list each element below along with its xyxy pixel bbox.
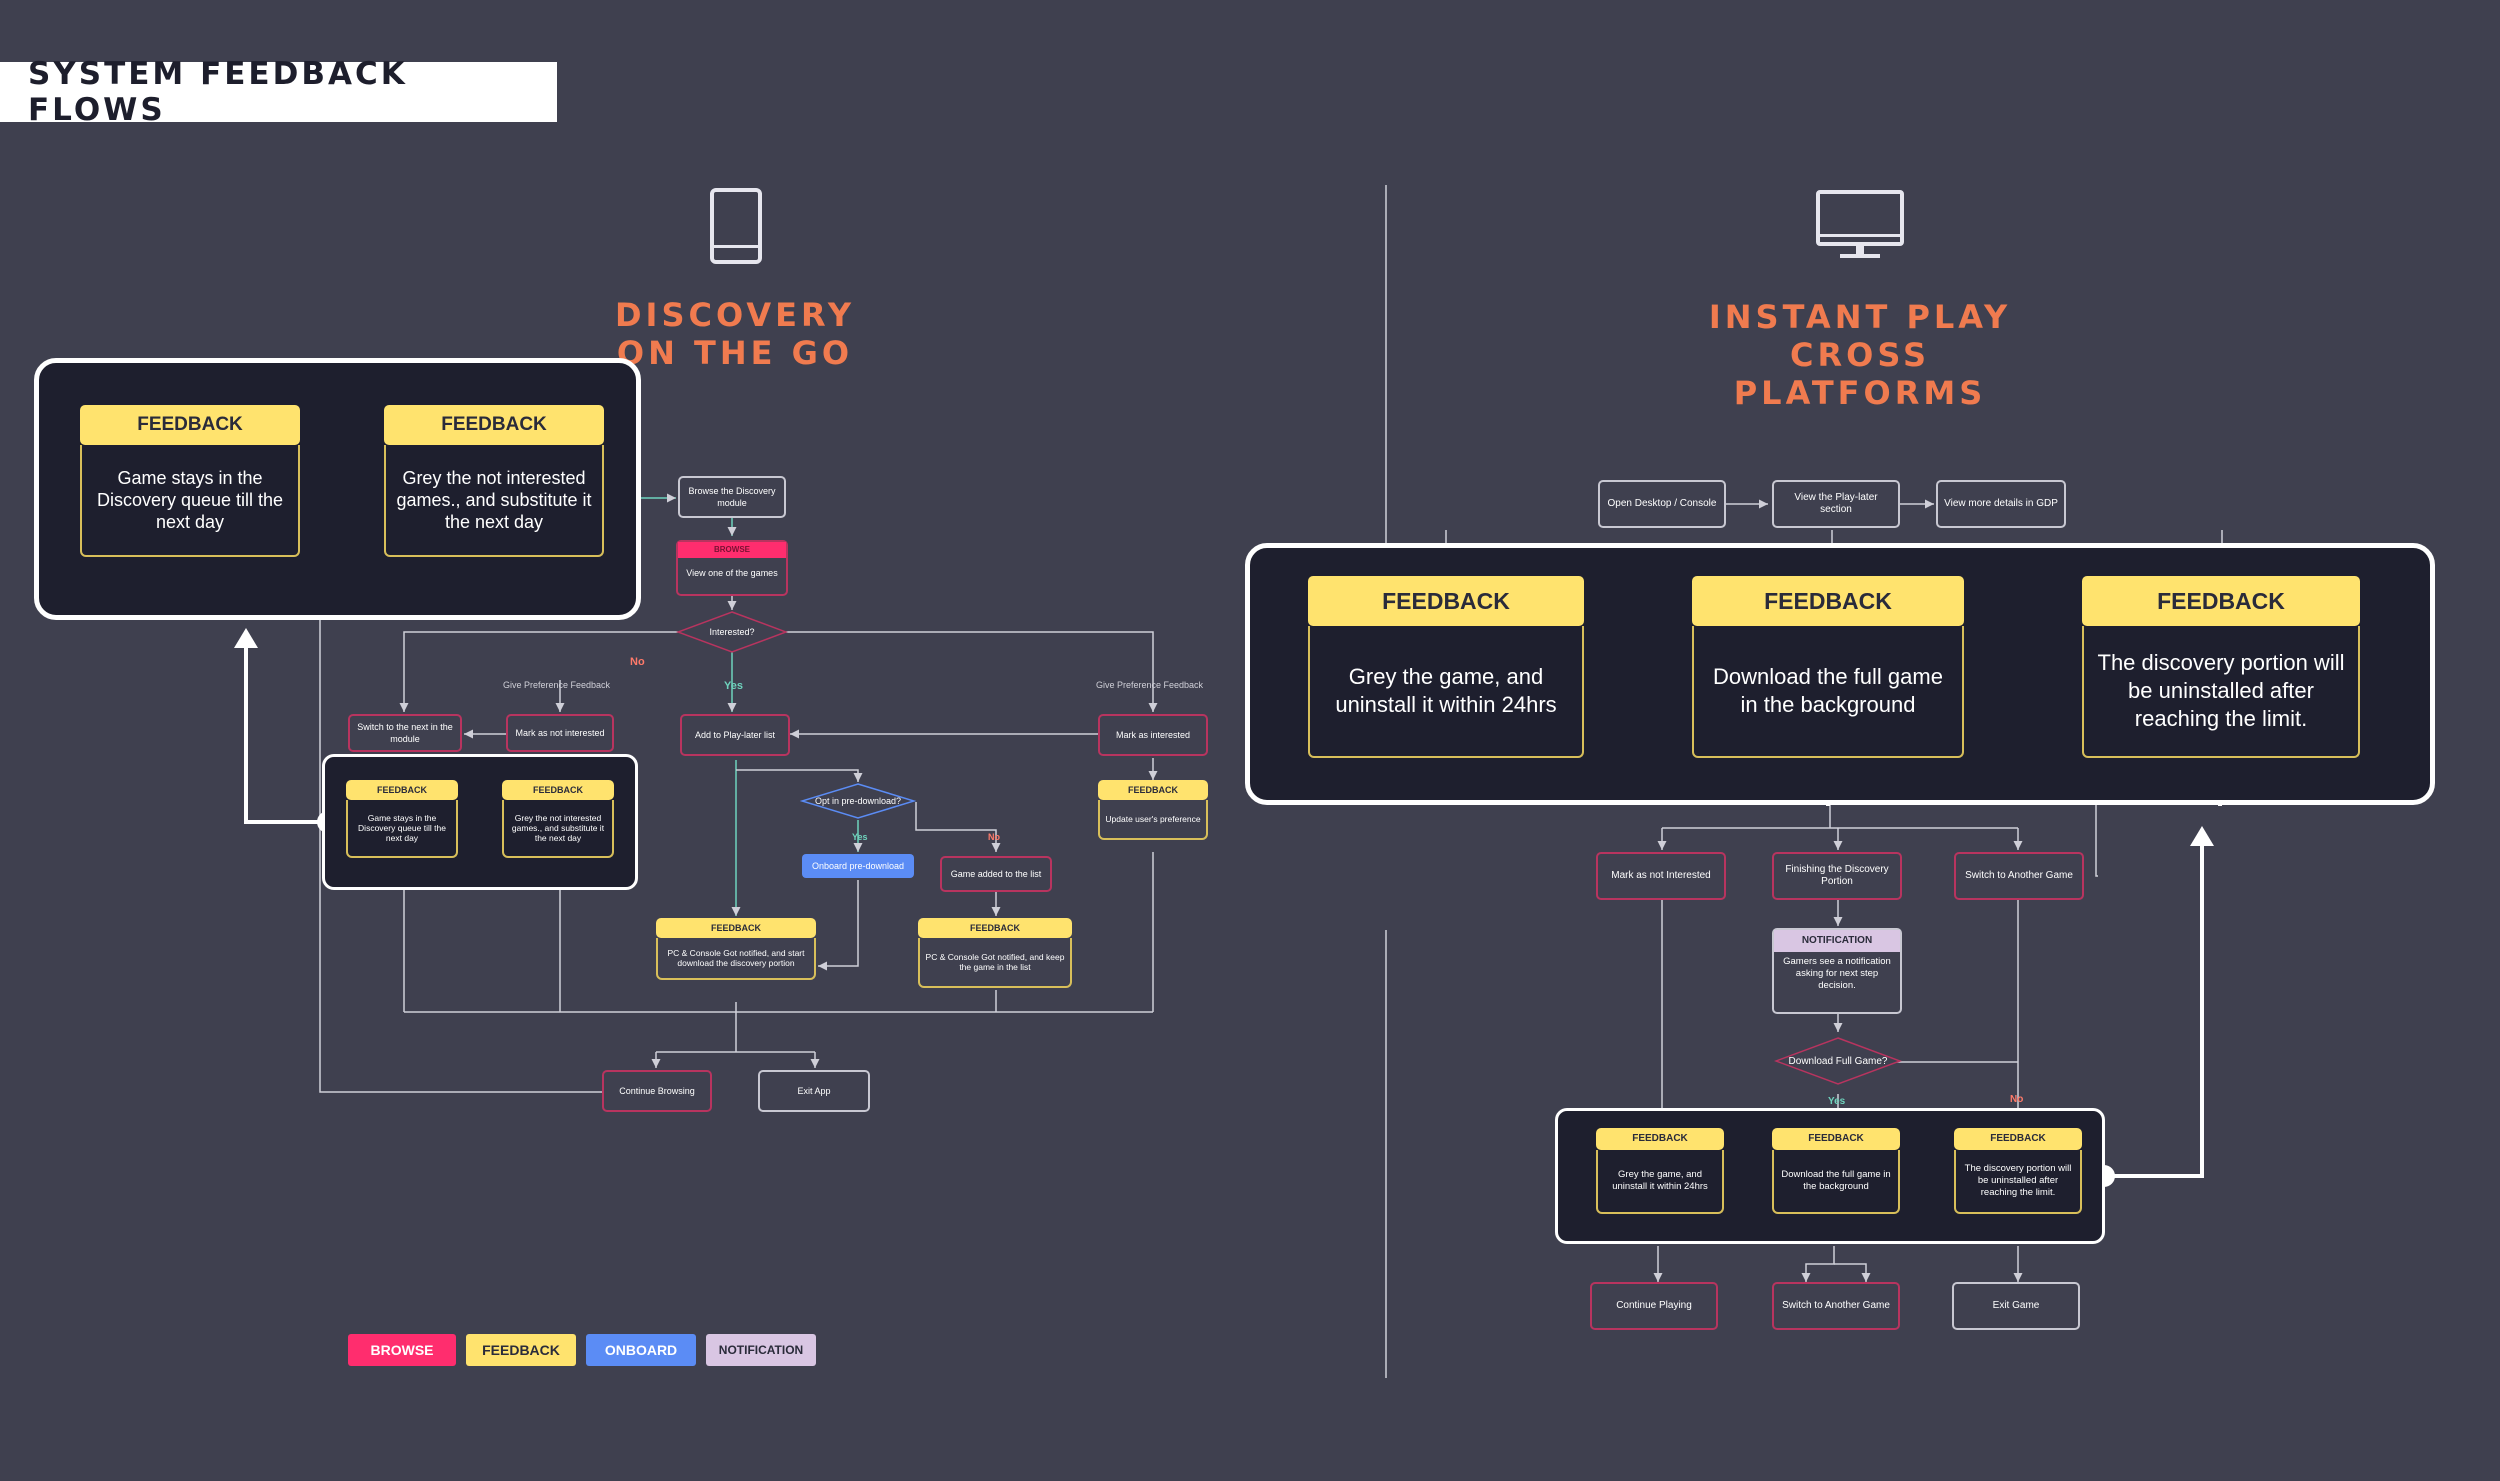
monitor-icon [1816,190,1904,260]
feedback-header: FEEDBACK [1954,1128,2082,1150]
view-game-label: View one of the games [686,568,778,578]
browse-tag: BROWSE [678,542,786,558]
finishing-discovery-node: Finishing the Discovery Portion [1772,852,1902,900]
feedback-card: FEEDBACK The discovery portion will be u… [1954,1128,2082,1214]
feedback-header: FEEDBACK [918,918,1072,938]
switch-game-node: Switch to Another Game [1954,852,2084,900]
feedback-body: The discovery portion will be uninstalle… [2082,626,2360,758]
feedback-body: Grey the game, and uninstall it within 2… [1596,1150,1724,1214]
decision-label: Download Full Game? [1788,1055,1888,1067]
feedback-header: FEEDBACK [346,780,458,800]
feedback-header: FEEDBACK [1772,1128,1900,1150]
feedback-panel-small-left [322,754,638,890]
interested-decision: Interested? [676,610,788,654]
view-game-node: BROWSE View one of the games [676,540,788,596]
decision-diamond [1774,1037,1902,1085]
section-title-instant-play: INSTANT PLAY CROSS PLATFORMS [1660,298,2060,412]
no-label: No [630,656,645,668]
feedback-card: FEEDBACK PC & Console Got notified, and … [656,918,816,980]
opt-predownload-decision: Opt in pre-download? [800,782,916,820]
feedback-header: FEEDBACK [1596,1128,1724,1150]
continue-playing-node: Continue Playing [1590,1282,1718,1330]
feedback-card: FEEDBACK Game stays in the Discovery que… [80,405,300,557]
feedback-body: PC & Console Got notified, and keep the … [918,938,1072,988]
section-title-line: INSTANT PLAY [1708,298,2012,336]
feedback-body: Download the full game in the background [1772,1150,1900,1214]
continue-browsing-node: Continue Browsing [602,1070,712,1112]
legend-feedback: FEEDBACK [466,1334,576,1366]
feedback-card: FEEDBACK Download the full game in the b… [1692,576,1964,758]
download-full-decision: Download Full Game? [1774,1036,1902,1086]
notification-header: NOTIFICATION [1774,930,1900,952]
feedback-body: PC & Console Got notified, and start dow… [656,938,816,980]
section-title-line: CROSS PLATFORMS [1733,336,1987,412]
feedback-header: FEEDBACK [1308,576,1584,626]
browse-module-node: Browse the Discovery module [678,476,786,518]
feedback-card: FEEDBACK The discovery portion will be u… [2082,576,2360,758]
page-title: SYSTEM FEEDBACK FLOWS [0,56,557,128]
feedback-header: FEEDBACK [80,405,300,445]
view-details-node: View more details in GDP [1936,480,2066,528]
feedback-header: FEEDBACK [502,780,614,800]
feedback-card: FEEDBACK Grey the game, and uninstall it… [1596,1128,1724,1214]
exit-game-node: Exit Game [1952,1282,2080,1330]
no-label: No [2010,1094,2024,1105]
decision-diamond [800,783,916,819]
exit-app-node: Exit App [758,1070,870,1112]
legend-browse: BROWSE [348,1334,456,1366]
mark-not-interested-node: Mark as not Interested [1596,852,1726,900]
feedback-header: FEEDBACK [1098,780,1208,800]
mark-interested-node: Mark as interested [1098,714,1208,756]
legend-onboard: ONBOARD [586,1334,696,1366]
switch-game-node: Switch to Another Game [1772,1282,1900,1330]
feedback-card: FEEDBACK Grey the not interested games.,… [502,780,614,858]
feedback-card: FEEDBACK Grey the not interested games.,… [384,405,604,557]
notification-card: NOTIFICATION Gamers see a notification a… [1772,928,1902,1014]
notification-body: Gamers see a notification asking for nex… [1783,956,1891,991]
feedback-body: Update user's preference [1098,800,1208,840]
decision-label: Interested? [709,627,755,637]
open-desktop-node: Open Desktop / Console [1598,480,1726,528]
legend-notification: NOTIFICATION [706,1334,816,1366]
tablet-icon [710,188,762,264]
feedback-card: FEEDBACK Update user's preference [1098,780,1208,840]
feedback-panel-left [34,358,641,620]
decision-label: Opt in pre-download? [814,796,902,806]
feedback-card: FEEDBACK PC & Console Got notified, and … [918,918,1072,988]
feedback-header: FEEDBACK [2082,576,2360,626]
feedback-body: The discovery portion will be uninstalle… [1954,1150,2082,1214]
feedback-card: FEEDBACK Download the full game in the b… [1772,1128,1900,1214]
yes-label: Yes [852,832,868,842]
view-play-later-node: View the Play-later section [1772,480,1900,528]
feedback-header: FEEDBACK [1692,576,1964,626]
feedback-body: Download the full game in the background [1692,626,1964,758]
section-title-discovery: DISCOVERY ON THE GO [560,296,910,372]
feedback-body: Game stays in the Discovery queue till t… [346,800,458,858]
give-preference-label: Give Preference Feedback [503,680,611,690]
add-play-later-node: Add to Play-later list [680,714,790,756]
mark-not-interested-node: Mark as not interested [506,714,614,752]
feedback-card: FEEDBACK Grey the game, and uninstall it… [1308,576,1584,758]
switch-next-node: Switch to the next in the module [348,714,462,752]
no-label: No [988,832,1000,842]
yes-label: Yes [724,680,743,692]
section-title-line: DISCOVERY [614,296,856,334]
yes-label: Yes [1828,1096,1846,1107]
feedback-body: Grey the not interested games., and subs… [384,445,604,557]
feedback-body: Game stays in the Discovery queue till t… [80,445,300,557]
game-added-node: Game added to the list [940,856,1052,892]
section-title-line: ON THE GO [616,334,854,372]
feedback-header: FEEDBACK [384,405,604,445]
give-preference-label: Give Preference Feedback [1096,680,1204,690]
feedback-body: Grey the game, and uninstall it within 2… [1308,626,1584,758]
feedback-card: FEEDBACK Game stays in the Discovery que… [346,780,458,858]
decision-diamond [676,611,788,653]
feedback-header: FEEDBACK [656,918,816,938]
onboard-predownload-node: Onboard pre-download [802,854,914,878]
feedback-body: Grey the not interested games., and subs… [502,800,614,858]
